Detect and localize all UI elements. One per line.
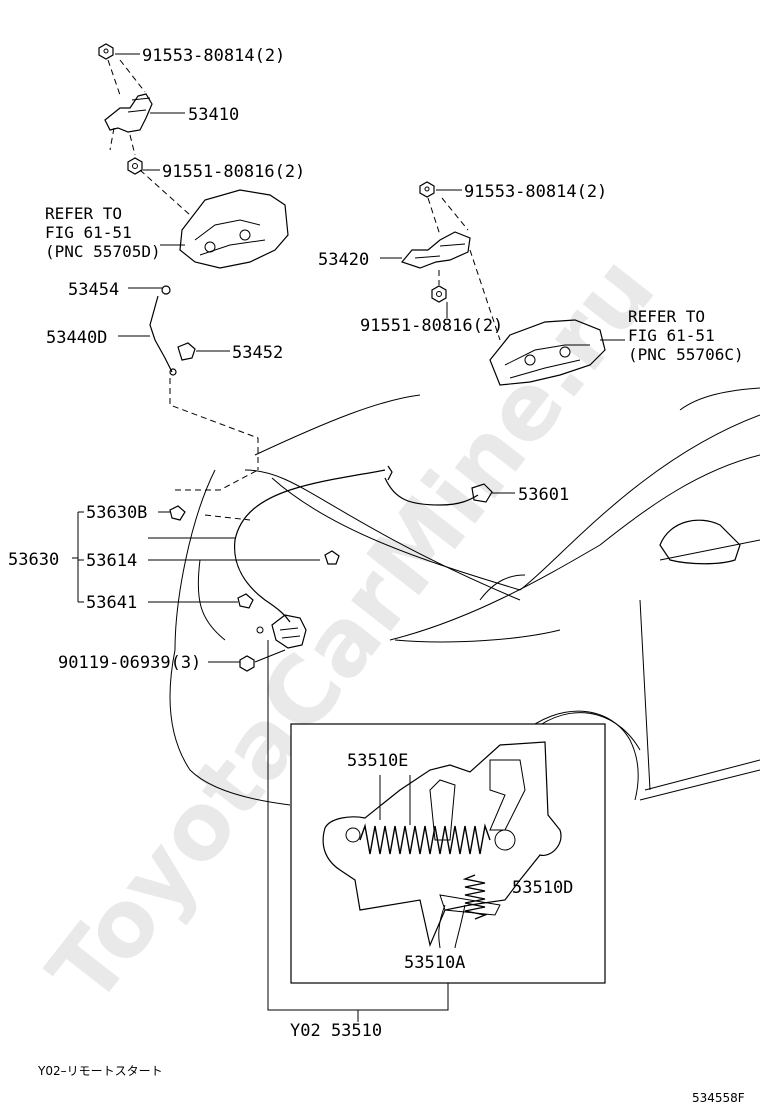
label-refer-right-2: FIG 61-51: [628, 326, 715, 345]
long-spring: [359, 823, 491, 855]
label-inset-53510e: 53510E: [347, 751, 408, 771]
label-refer-right-1: REFER TO: [628, 307, 705, 326]
hood-panel-piece-left: [179, 189, 289, 269]
label-refer-left-1: REFER TO: [45, 204, 122, 223]
label-lock-assy: Y02 53510: [290, 1021, 382, 1041]
bolt-icon: [98, 43, 114, 60]
label-inset-53510d: 53510D: [512, 878, 573, 898]
clamp-icon: [237, 593, 254, 609]
right-hinge-group: [400, 181, 606, 386]
label-refer-left-3: (PNC 55705D): [45, 242, 161, 261]
leader-lines: [72, 53, 625, 1022]
label-nut-left: 91551-80816(2): [162, 162, 305, 182]
lock-detail-inset: [290, 723, 606, 984]
label-bolt-lock: 90119-06939(3): [58, 653, 201, 673]
support-rod-group: [149, 285, 259, 470]
nut-icon: [127, 157, 143, 175]
label-support-rod: 53440D: [46, 328, 107, 348]
footnote: Y02–リモートスタート: [37, 1064, 163, 1078]
figure-number: 534558F: [692, 1091, 745, 1105]
hood-support-rod: [149, 295, 173, 373]
label-sub-53630b: 53630B: [86, 503, 147, 523]
label-sub-53641: 53641: [86, 593, 137, 613]
left-hinge-group: [98, 43, 289, 269]
rod-tip-icon: [161, 285, 171, 295]
label-rod-holder: 53452: [232, 343, 283, 363]
label-hinge-right: 53420: [318, 250, 369, 270]
hood-hinge-left: [104, 93, 153, 133]
clip-icon: [169, 505, 186, 521]
hood-panel-piece-right: [489, 319, 606, 386]
label-hinge-left: 53410: [188, 105, 239, 125]
label-rod-tip: 53454: [68, 280, 119, 300]
nut-icon: [431, 285, 447, 303]
label-cable-clamp: 53601: [518, 485, 569, 505]
label-nut-right: 91551-80816(2): [360, 316, 503, 336]
label-bolt-top-right: 91553-80814(2): [464, 182, 607, 202]
hood-hinge-right: [400, 231, 471, 269]
grommet-icon: [324, 550, 340, 565]
rod-holder-icon: [177, 342, 196, 361]
label-inset-53510a: 53510A: [404, 953, 465, 973]
label-refer-right-3: (PNC 55706C): [628, 345, 744, 364]
vehicle-body-outline: [169, 387, 760, 806]
label-sub-53614: 53614: [86, 551, 137, 571]
label-assembly: 53630: [8, 550, 59, 570]
label-bolt-top-left: 91553-80814(2): [142, 46, 285, 66]
bolt-icon: [419, 181, 435, 198]
bolt-icon: [239, 655, 255, 672]
label-refer-left-2: FIG 61-51: [45, 223, 132, 242]
release-cable: [233, 469, 386, 623]
hood-lock-icon: [256, 614, 307, 649]
release-cable-group: [169, 465, 493, 672]
cable-clamp-icon: [471, 483, 493, 503]
short-spring: [462, 874, 488, 920]
